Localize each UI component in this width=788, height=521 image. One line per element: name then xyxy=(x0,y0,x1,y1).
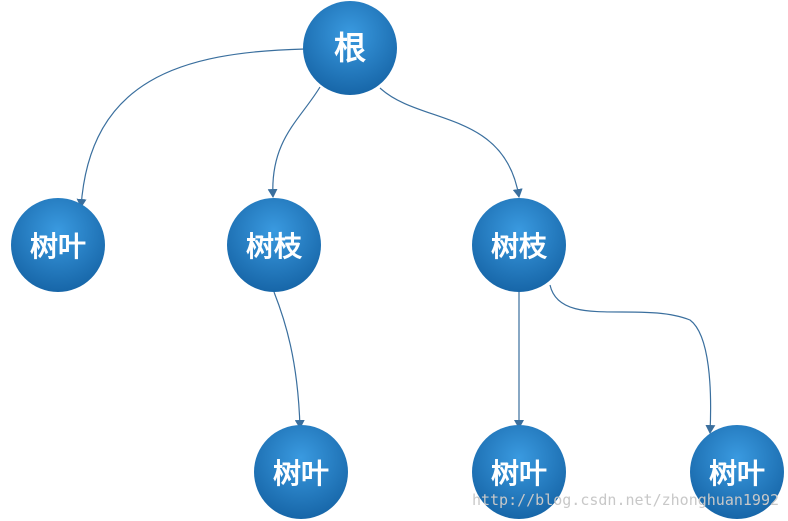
node-leaf-4: 树叶 xyxy=(690,425,784,519)
node-leaf-1: 树叶 xyxy=(11,198,105,292)
nodes: 根 树叶 树枝 树枝 树叶 树叶 树叶 xyxy=(11,1,784,519)
node-branch-1-label: 树枝 xyxy=(246,230,303,263)
node-leaf-2: 树叶 xyxy=(254,425,348,519)
edge-root-to-branch-2 xyxy=(379,87,523,198)
node-root: 根 xyxy=(303,1,397,95)
edge-root-to-branch-1 xyxy=(267,86,321,198)
node-branch-2-label: 树枝 xyxy=(491,230,548,263)
node-branch-1: 树枝 xyxy=(227,198,321,292)
edge-branch-1-to-leaf-2 xyxy=(273,291,305,429)
node-leaf-3-label: 树叶 xyxy=(491,457,547,490)
node-root-label: 根 xyxy=(334,29,366,67)
watermark-text: http://blog.csdn.net/zhonghuan1992 xyxy=(472,491,779,509)
edge-branch-2-to-leaf-4 xyxy=(549,284,716,434)
edges xyxy=(76,48,716,434)
edge-root-to-leaf-1 xyxy=(76,48,306,208)
node-branch-2: 树枝 xyxy=(472,198,566,292)
node-leaf-2-label: 树叶 xyxy=(273,457,329,490)
node-leaf-3: 树叶 xyxy=(472,425,566,519)
node-leaf-1-label: 树叶 xyxy=(30,230,86,263)
node-leaf-4-label: 树叶 xyxy=(709,457,765,490)
